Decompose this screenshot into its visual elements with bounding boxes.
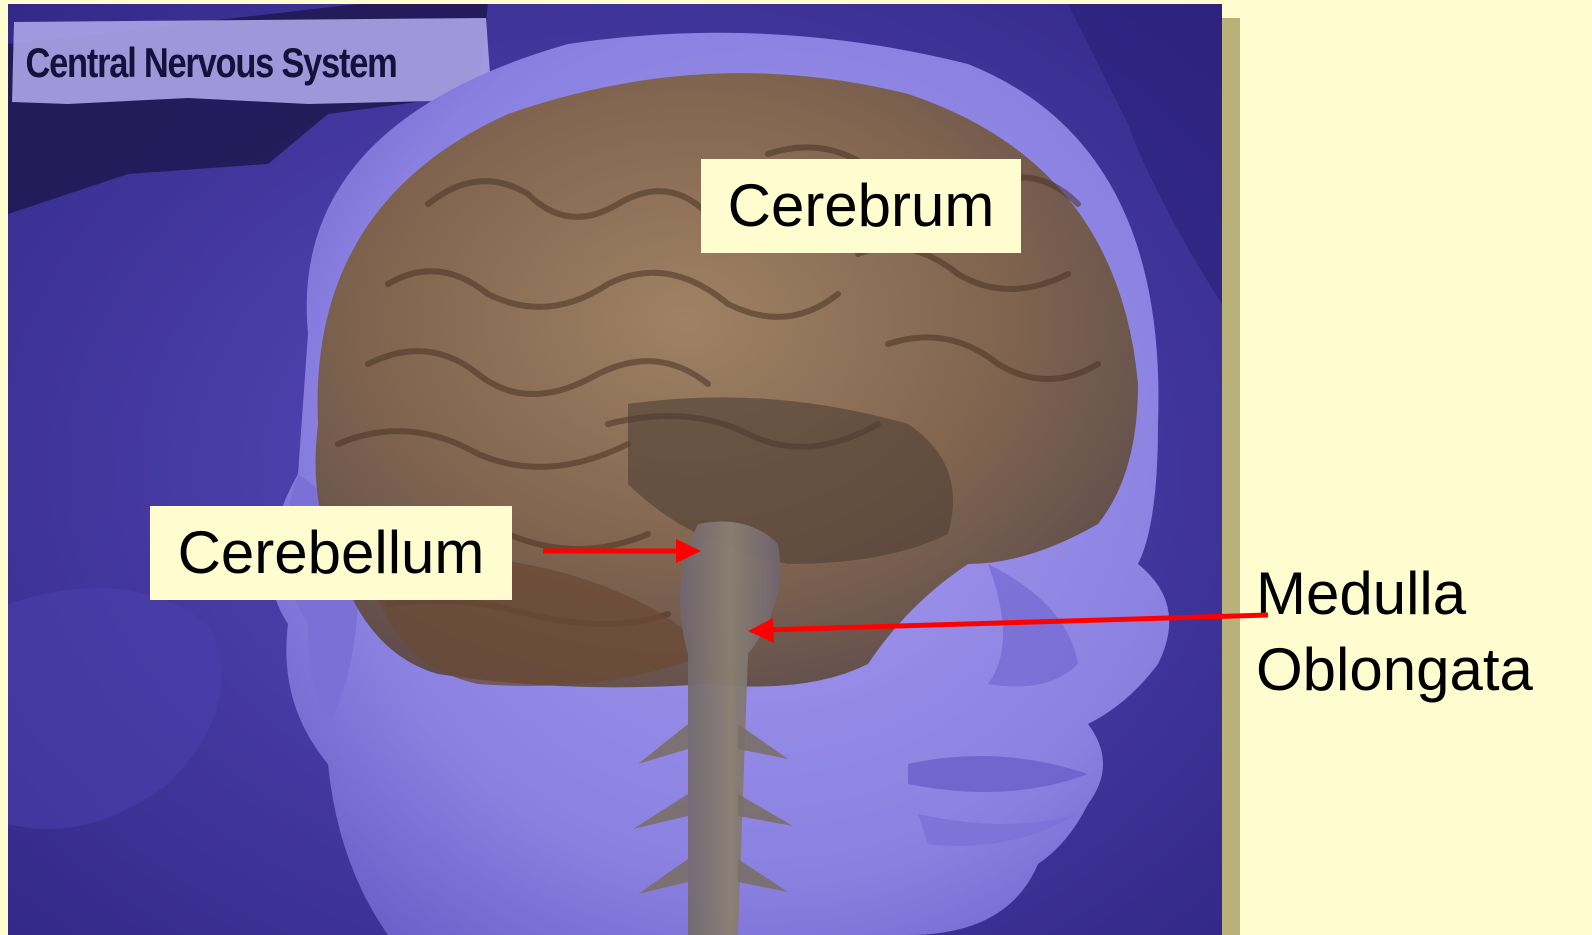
label-cerebrum: Cerebrum	[701, 159, 1021, 253]
caption-title: Central Nervous System	[14, 39, 397, 87]
caption-banner: Central Nervous System	[14, 24, 484, 102]
label-medulla-line2: Oblongata	[1256, 632, 1576, 708]
label-medulla-oblongata: Medulla Oblongata	[1256, 556, 1576, 708]
label-cerebellum: Cerebellum	[150, 506, 512, 600]
brain-illustration	[8, 4, 1222, 935]
label-medulla-line1: Medulla	[1256, 556, 1576, 632]
brain-illustration-art	[8, 4, 1222, 935]
